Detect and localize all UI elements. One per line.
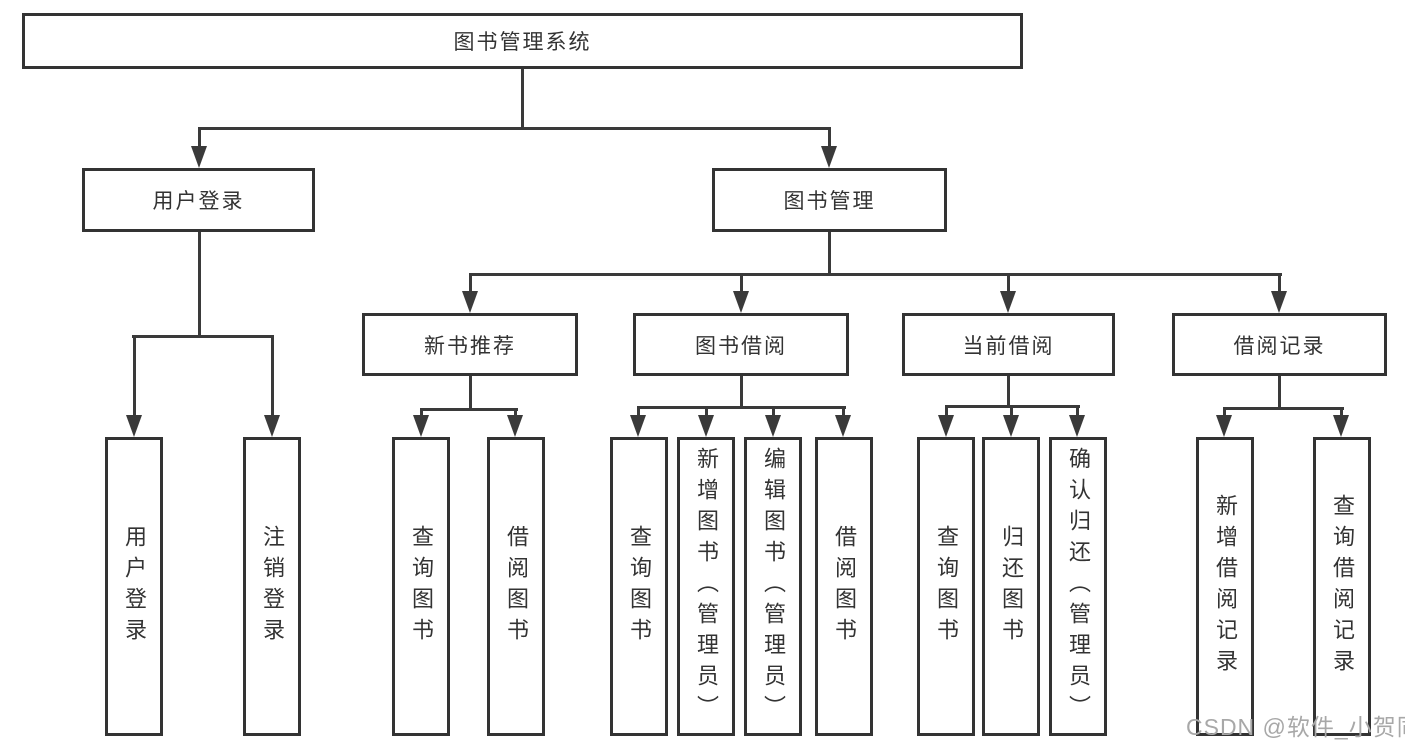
node-new-book-recommendation: 新书推荐 — [362, 313, 578, 376]
connector-line — [198, 127, 831, 130]
connector-line — [945, 405, 948, 418]
connector-line — [521, 69, 524, 130]
arrow-down-icon — [126, 415, 142, 437]
leaf-edit-books-admin: 编辑图书（管理员） — [744, 437, 802, 736]
connector-line — [132, 335, 274, 338]
arrow-down-icon — [1000, 291, 1016, 313]
connector-line — [133, 335, 136, 419]
connector-line — [1278, 376, 1281, 410]
arrow-down-icon — [1003, 415, 1019, 437]
connector-line — [1223, 407, 1226, 418]
connector-line — [1076, 405, 1079, 418]
node-root: 图书管理系统 — [22, 13, 1023, 69]
leaf-query-books-borrowing: 查询图书 — [610, 437, 668, 736]
connector-line — [1278, 273, 1281, 293]
leaf-query-borrow-record: 查询借阅记录 — [1313, 437, 1371, 736]
leaf-add-borrow-record: 新增借阅记录 — [1196, 437, 1254, 736]
leaf-logout-login: 注销登录 — [243, 437, 301, 736]
leaf-query-books-recommend: 查询图书 — [392, 437, 450, 736]
leaf-return-books: 归还图书 — [982, 437, 1040, 736]
arrow-down-icon — [1333, 415, 1349, 437]
leaf-borrow-books-recommend: 借阅图书 — [487, 437, 545, 736]
connector-line — [514, 408, 517, 418]
connector-line — [828, 127, 831, 149]
connector-line — [198, 232, 201, 338]
leaf-borrow-books-borrowing: 借阅图书 — [815, 437, 873, 736]
node-current-borrowing: 当前借阅 — [902, 313, 1115, 376]
connector-line — [271, 335, 274, 419]
arrow-down-icon — [835, 415, 851, 437]
arrow-down-icon — [1069, 415, 1085, 437]
arrow-down-icon — [191, 146, 207, 168]
connector-line — [198, 127, 201, 149]
connector-line — [1007, 376, 1010, 408]
arrow-down-icon — [462, 291, 478, 313]
arrow-down-icon — [1271, 291, 1287, 313]
connector-line — [469, 376, 472, 411]
arrow-down-icon — [1216, 415, 1232, 437]
leaf-user-login: 用户登录 — [105, 437, 163, 736]
leaf-confirm-return-admin: 确认归还（管理员） — [1049, 437, 1107, 736]
node-borrowing-records: 借阅记录 — [1172, 313, 1387, 376]
node-book-borrowing: 图书借阅 — [633, 313, 849, 376]
leaf-add-books-admin: 新增图书（管理员） — [677, 437, 735, 736]
connector-line — [469, 273, 472, 293]
leaf-query-books-current: 查询图书 — [917, 437, 975, 736]
connector-line — [740, 273, 743, 293]
connector-line — [772, 406, 775, 418]
connector-line — [469, 273, 1282, 276]
connector-line — [420, 408, 423, 418]
connector-line — [637, 406, 640, 418]
connector-line — [1340, 407, 1343, 418]
arrow-down-icon — [698, 415, 714, 437]
arrow-down-icon — [413, 415, 429, 437]
connector-line — [705, 406, 708, 418]
connector-line — [637, 406, 846, 409]
arrow-down-icon — [507, 415, 523, 437]
node-book-management: 图书管理 — [712, 168, 947, 232]
connector-line — [828, 232, 831, 276]
connector-line — [842, 406, 845, 418]
connector-line — [1007, 273, 1010, 293]
connector-line — [420, 408, 518, 411]
connector-line — [1010, 405, 1013, 418]
arrow-down-icon — [821, 146, 837, 168]
arrow-down-icon — [264, 415, 280, 437]
watermark: CSDN @软件_小贺同学 — [1186, 714, 1405, 740]
connector-line — [1223, 407, 1344, 410]
arrow-down-icon — [938, 415, 954, 437]
node-user-login: 用户登录 — [82, 168, 315, 232]
arrow-down-icon — [765, 415, 781, 437]
arrow-down-icon — [630, 415, 646, 437]
arrow-down-icon — [733, 291, 749, 313]
connector-line — [740, 376, 743, 409]
